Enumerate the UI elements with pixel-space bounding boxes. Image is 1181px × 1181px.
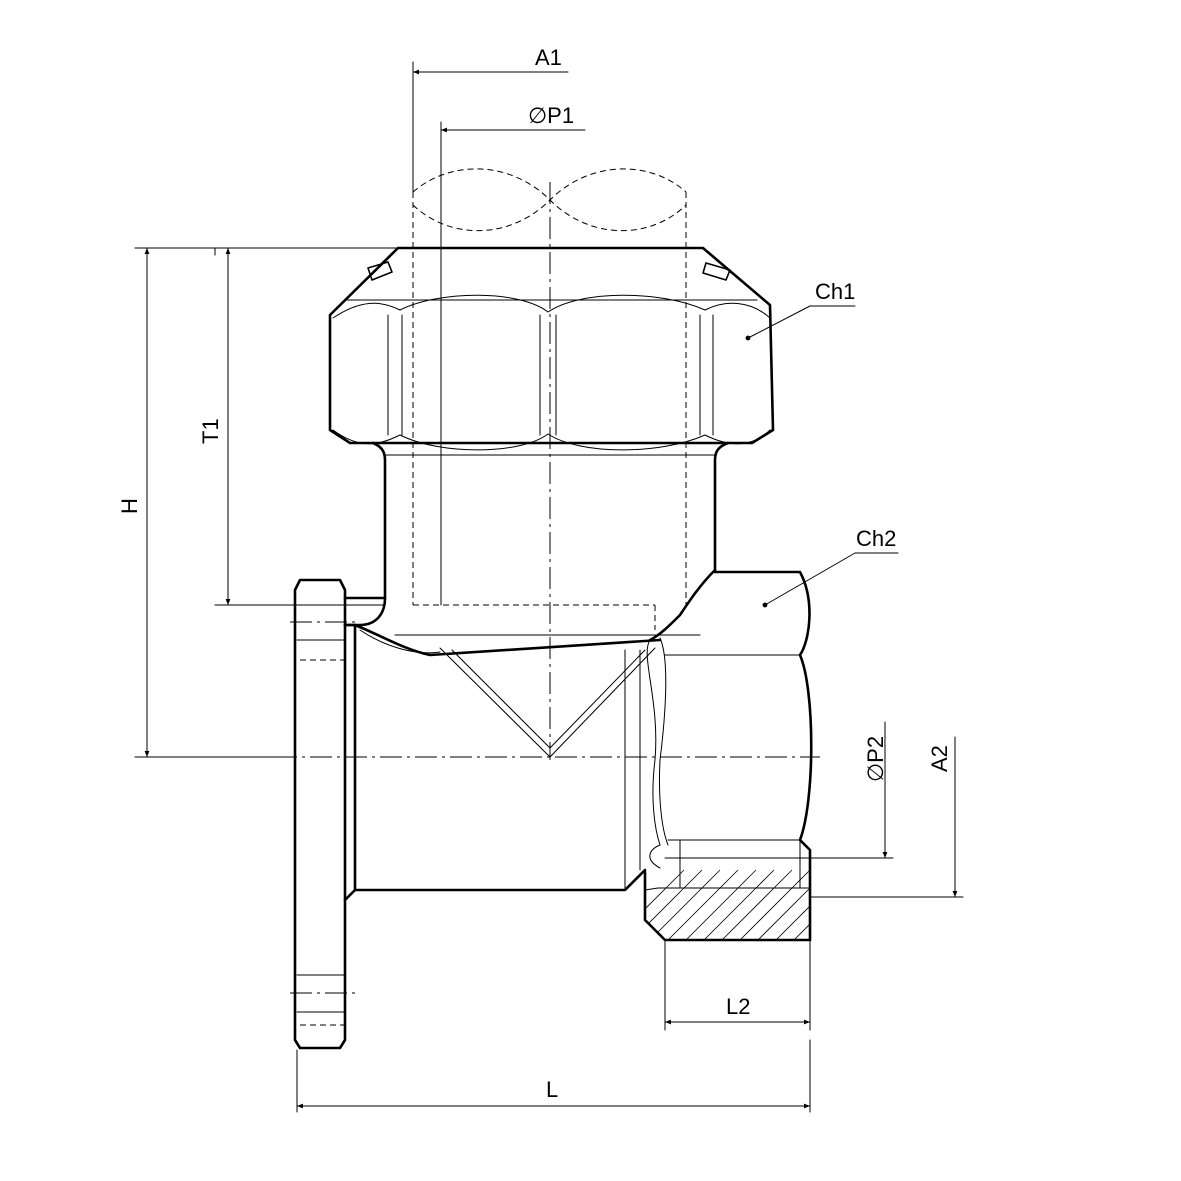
diameter-symbol-p2: ∅ — [863, 763, 888, 782]
tee-body — [343, 568, 717, 902]
label-p2-text: P2 — [863, 736, 888, 763]
leaders — [745, 305, 899, 608]
hex-nut — [328, 246, 775, 451]
label-ch2: Ch2 — [856, 526, 896, 551]
phantom-pipe — [412, 168, 687, 630]
label-p1-text: P1 — [547, 103, 574, 128]
nut-neck — [371, 441, 730, 600]
dimensions — [134, 61, 964, 1113]
label-h: H — [117, 498, 142, 514]
right-socket — [643, 570, 813, 942]
label-l: L — [546, 1077, 558, 1102]
label-a1: A1 — [535, 45, 562, 70]
flange — [293, 578, 347, 1050]
label-p2: ∅P2 — [863, 736, 888, 782]
labels: A1 ∅P1 Ch1 Ch2 H T1 ∅P2 A2 L2 L — [117, 45, 952, 1102]
label-l2: L2 — [726, 994, 750, 1019]
label-ch1: Ch1 — [815, 279, 855, 304]
diameter-symbol-p1: ∅ — [528, 103, 547, 128]
center-lines — [275, 182, 820, 994]
label-a2: A2 — [927, 745, 952, 772]
hatched-section — [645, 869, 810, 940]
label-t1: T1 — [198, 418, 223, 444]
drill-cone — [394, 634, 701, 758]
label-p1: ∅P1 — [528, 103, 574, 128]
